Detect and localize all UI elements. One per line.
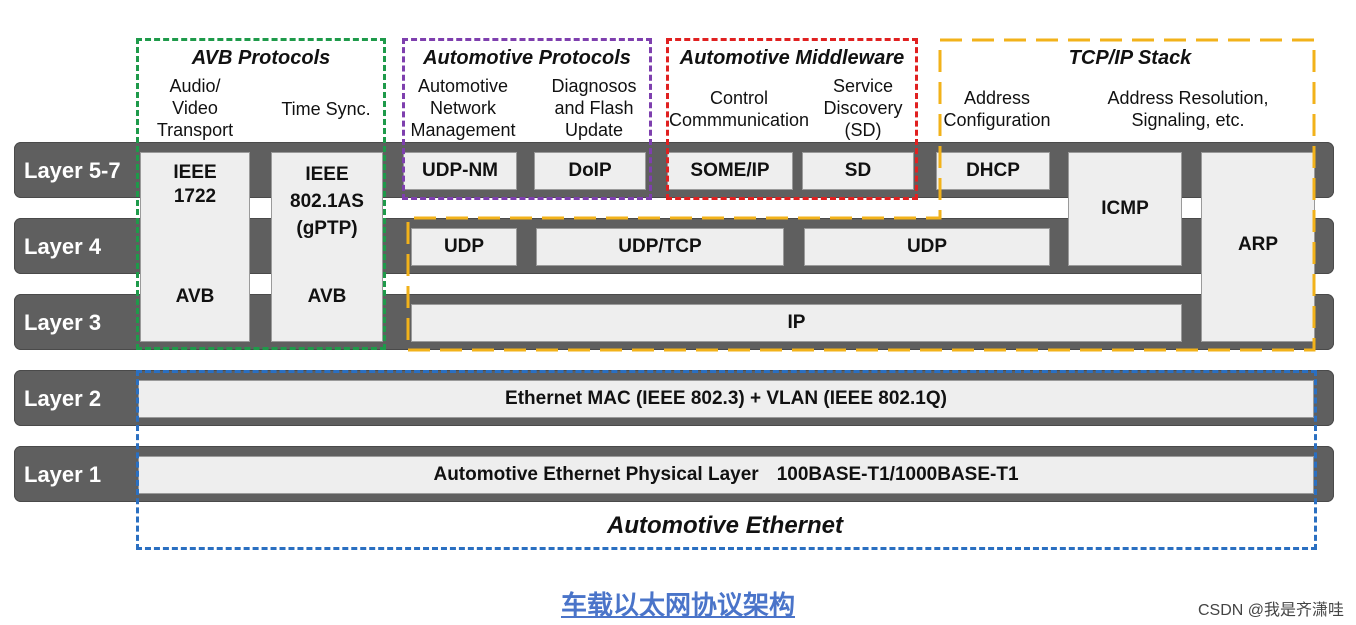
avb-sub-time-sync: Time Sync. <box>281 99 371 119</box>
automotive-ethernet-title: Automotive Ethernet <box>606 512 843 539</box>
box-udp-tcp: UDP/TCP <box>536 228 784 266</box>
layer-label-5-7: Layer 5-7 <box>24 158 121 183</box>
automotive-protocols-border <box>402 38 652 200</box>
box-doip: DoIP <box>534 152 646 190</box>
udp-right-label: UDP <box>906 236 948 257</box>
middleware-sub-control: Control Commmunication <box>668 88 810 130</box>
box-some-ip: SOME/IP <box>667 152 793 190</box>
box-ip: IP <box>411 304 1182 342</box>
box-physical-layer: Automotive Ethernet Physical Layer 100BA… <box>138 456 1314 494</box>
ethernet-mac-label: Ethernet MAC (IEEE 802.3) + VLAN (IEEE 8… <box>505 388 947 409</box>
dhcp-label: DHCP <box>966 160 1020 181</box>
auto-sub-diagnosis: Diagnosos and Flash Update <box>551 76 637 140</box>
ip-label: IP <box>787 312 806 333</box>
box-sd: SD <box>802 152 914 190</box>
layer-label-1: Layer 1 <box>24 462 102 487</box>
doip-label: DoIP <box>568 160 612 181</box>
middleware-title: Automotive Middleware <box>679 47 905 69</box>
box-udp-right: UDP <box>804 228 1050 266</box>
box-dhcp: DHCP <box>936 152 1050 190</box>
box-udp-nm: UDP-NM <box>403 152 517 190</box>
avb-sub-audio-video: Audio/ Video Transport <box>156 76 234 140</box>
layer-label-4: Layer 4 <box>24 234 102 259</box>
physical-layer-standard: 100BASE-T1/1000BASE-T1 <box>776 464 1019 485</box>
tcpip-sub-address-resolution: Address Resolution, Signaling, etc. <box>1107 88 1269 130</box>
avb-protocols-border <box>136 38 386 350</box>
icmp-label: ICMP <box>1101 198 1149 219</box>
tcpip-stack-title: TCP/IP Stack <box>1068 47 1192 69</box>
udp-tcp-label: UDP/TCP <box>618 236 702 257</box>
box-arp: ARP <box>1201 152 1315 342</box>
automotive-ethernet-border <box>136 370 1317 550</box>
csdn-credit: CSDN @我是齐潇哇 <box>1197 602 1344 619</box>
ieee-1722-label: IEEE 1722 <box>173 162 217 207</box>
diagram-caption[interactable]: 车载以太网协议架构 <box>560 590 795 620</box>
layer-label-2: Layer 2 <box>24 386 102 411</box>
avb-label-left: AVB <box>175 286 215 307</box>
udp-left-label: UDP <box>443 236 485 257</box>
automotive-protocols-title: Automotive Protocols <box>423 47 631 69</box>
box-ieee-1722: IEEE 1722 AVB <box>140 152 250 342</box>
some-ip-label: SOME/IP <box>690 160 770 181</box>
ieee-802-1as-label: IEEE 802.1AS (gPTP) <box>290 164 364 239</box>
sd-label: SD <box>844 160 872 181</box>
arp-label: ARP <box>1237 234 1279 255</box>
avb-protocols-title: AVB Protocols <box>191 47 331 69</box>
box-ieee-802-1as: IEEE 802.1AS (gPTP) AVB <box>271 152 383 342</box>
middleware-sub-service-discovery: Service Discovery (SD) <box>823 76 903 140</box>
middleware-border <box>666 38 918 200</box>
udp-nm-label: UDP-NM <box>422 160 498 181</box>
physical-layer-label: Automotive Ethernet Physical Layer <box>433 464 759 485</box>
box-udp-left: UDP <box>411 228 517 266</box>
tcpip-sub-address-config: Address Configuration <box>943 88 1051 130</box>
box-ethernet-mac: Ethernet MAC (IEEE 802.3) + VLAN (IEEE 8… <box>138 380 1314 418</box>
layer-label-3: Layer 3 <box>24 310 102 335</box>
box-icmp: ICMP <box>1068 152 1182 266</box>
auto-sub-network-management: Automotive Network Management <box>410 76 516 140</box>
avb-label-right: AVB <box>307 286 347 307</box>
